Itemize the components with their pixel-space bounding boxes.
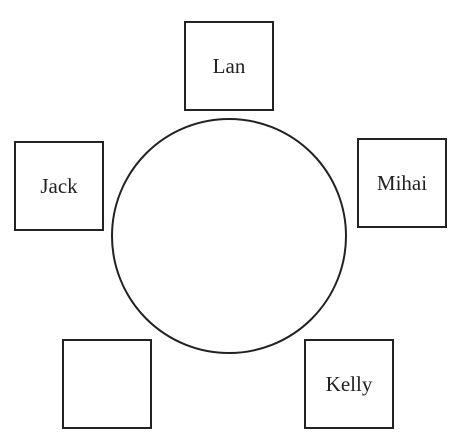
round-table	[111, 118, 347, 354]
seat-top-label: Lan	[212, 53, 246, 78]
seat-bottom-right-label: Kelly	[325, 371, 373, 396]
seat-bottom-right: Kelly	[304, 339, 394, 429]
seat-bottom-left	[62, 339, 152, 429]
seat-top: Lan	[184, 21, 274, 111]
seat-right-label: Mihai	[376, 170, 428, 195]
seat-right: Mihai	[357, 138, 447, 228]
seat-left: Jack	[14, 141, 104, 231]
seat-left-label: Jack	[40, 173, 78, 198]
